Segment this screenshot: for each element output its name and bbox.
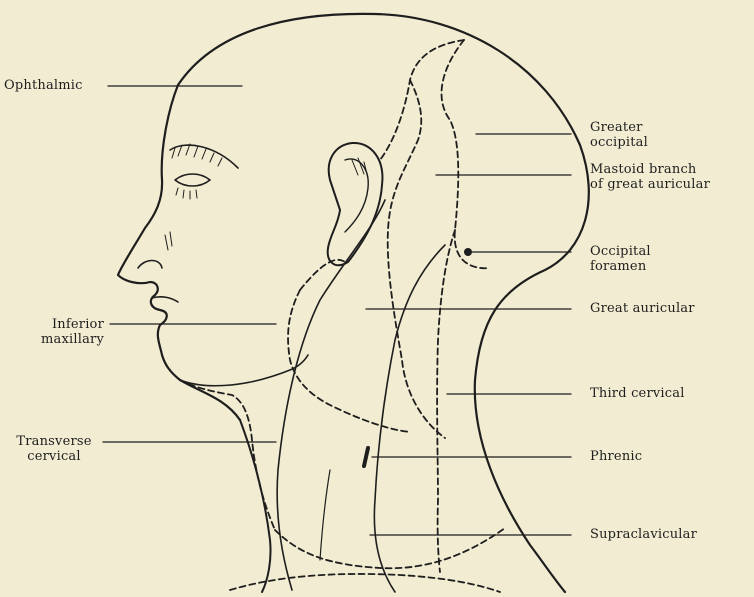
label-inferior-maxillary-line2: maxillary [8,332,104,347]
label-inferior-maxillary: Inferior maxillary [8,317,104,347]
label-mastoid-line1: Mastoid branch [590,162,710,177]
neck-muscle-line [320,470,330,560]
supraclavicular-boundary [275,528,505,568]
ear-hatching [352,158,368,178]
label-occipital-foramen-line1: Occipital [590,244,651,259]
ear-inner [345,159,368,232]
label-occipital-foramen: Occipital foramen [590,244,651,274]
label-greater-occipital: Greater occipital [590,120,648,150]
label-phrenic-text: Phrenic [590,449,642,464]
label-transverse-cervical: Transverse cervical [6,434,102,464]
label-supraclavicular: Supraclavicular [590,527,697,542]
shoulder-boundary [230,574,500,592]
label-ophthalmic-text: Ophthalmic [4,78,83,93]
mouth [152,297,178,302]
eye [175,174,210,186]
label-transverse-cervical-line1: Transverse [6,434,102,449]
nostril [138,261,162,269]
label-mastoid-branch: Mastoid branch of great auricular [590,162,710,192]
phrenic-mark [364,448,368,466]
label-occipital-foramen-line2: foramen [590,259,651,274]
label-supraclavicular-text: Supraclavicular [590,527,697,542]
label-third-cervical-text: Third cervical [590,386,685,401]
label-great-auricular: Great auricular [590,301,695,316]
label-mastoid-line2: of great auricular [590,177,710,192]
eyelashes [176,188,197,199]
jaw-line [180,355,308,386]
ear-outer [328,143,383,265]
greater-occipital-boundary [442,40,490,268]
label-transverse-cervical-line2: cervical [6,449,102,464]
trapezius-line [374,245,445,592]
label-phrenic: Phrenic [590,449,642,464]
label-greater-occipital-line2: occipital [590,135,648,150]
label-third-cervical: Third cervical [590,386,685,401]
label-great-auricular-text: Great auricular [590,301,695,316]
third-cervical-boundary [437,230,455,572]
label-ophthalmic: Ophthalmic [4,78,83,93]
label-inferior-maxillary-line1: Inferior [8,317,104,332]
label-greater-occipital-line1: Greater [590,120,648,135]
nose-side [165,232,172,250]
face-profile-outline [118,85,240,420]
head-profile-outline [178,14,589,592]
eyebrow-hatching [172,144,222,166]
inferior-maxillary-boundary [180,380,275,530]
sternomastoid-line [277,200,385,590]
